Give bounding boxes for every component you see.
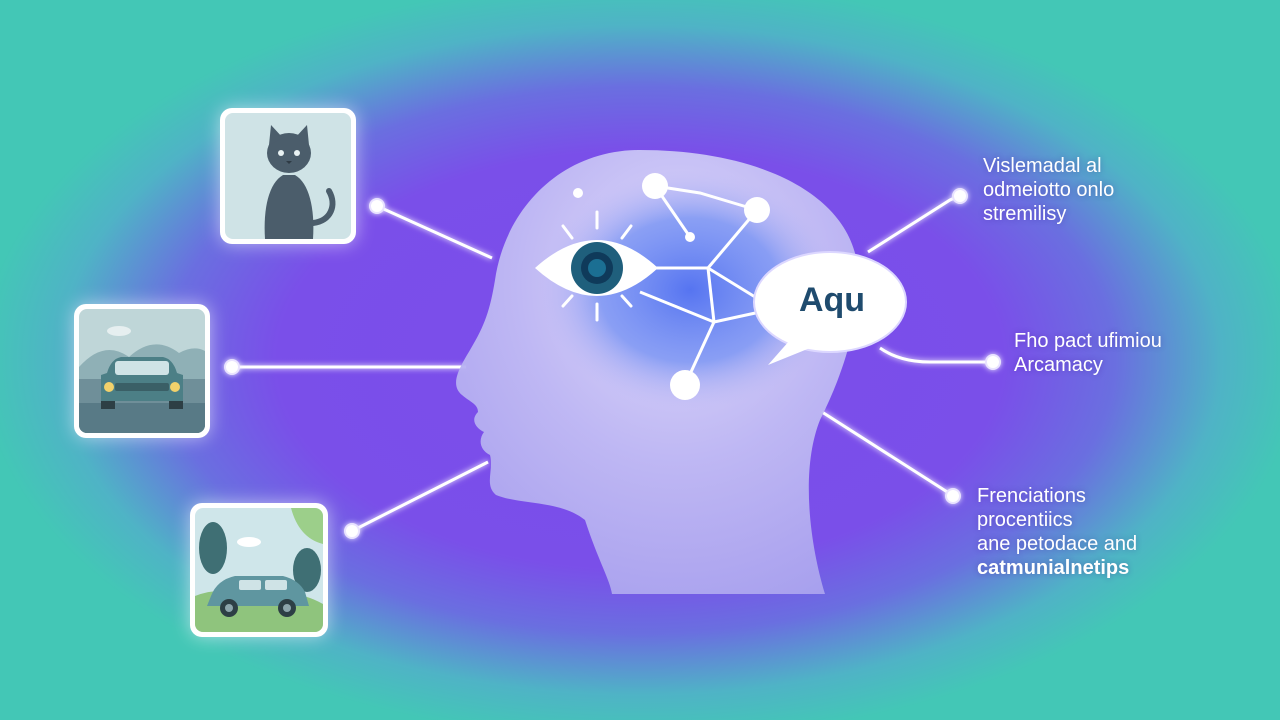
speech-bubble-icon [753,251,907,365]
caption-bottom-line-3: ane petodace and [977,533,1138,555]
connector-top-caption [867,194,960,254]
dot-top-caption [952,188,968,204]
connector-bottom-caption [821,410,953,497]
caption-bottom-line-1: Frenciations [977,485,1086,507]
connectors [234,194,992,533]
car-road-image [74,304,210,438]
car-icon [79,309,205,433]
dot-car-road [224,359,240,375]
car-landscape-image [190,503,328,637]
caption-middle-line-1: Fho pact ufimiou [1014,330,1162,352]
caption-top-line-2: odmeiotto onlo [983,179,1115,201]
caption-top-line-1: Vislemadal al [983,155,1102,177]
dot-bottom-caption [945,488,961,504]
cat-icon [225,113,351,239]
connector-cat [376,204,493,260]
caption-middle: Fho pact ufimiou Arcamacy [1014,329,1162,377]
connector-dots [224,188,1001,539]
caption-bottom-line-4: catmunialnetips [977,557,1130,579]
network-nodes [573,173,770,400]
brain-glow [540,170,840,410]
dot-cat [369,198,385,214]
caption-top: Vislemadal al odmeiotto onlo stremilisy [983,154,1114,226]
caption-top-line-3: stremilisy [983,203,1067,225]
caption-middle-line-2: Arcamacy [1014,354,1103,376]
speech-bubble-text: Aqu [798,281,866,319]
dot-car-landscape [344,523,360,539]
car-icon [195,508,323,632]
connector-middle-caption [879,346,992,364]
caption-bottom: Frenciations procentiics ane petodace an… [977,484,1137,580]
caption-bottom-line-2: procentiics [977,509,1073,531]
dot-middle-caption [985,354,1001,370]
connector-car-landscape [351,460,489,533]
eye-icon [535,210,658,322]
cat-image [220,108,356,244]
